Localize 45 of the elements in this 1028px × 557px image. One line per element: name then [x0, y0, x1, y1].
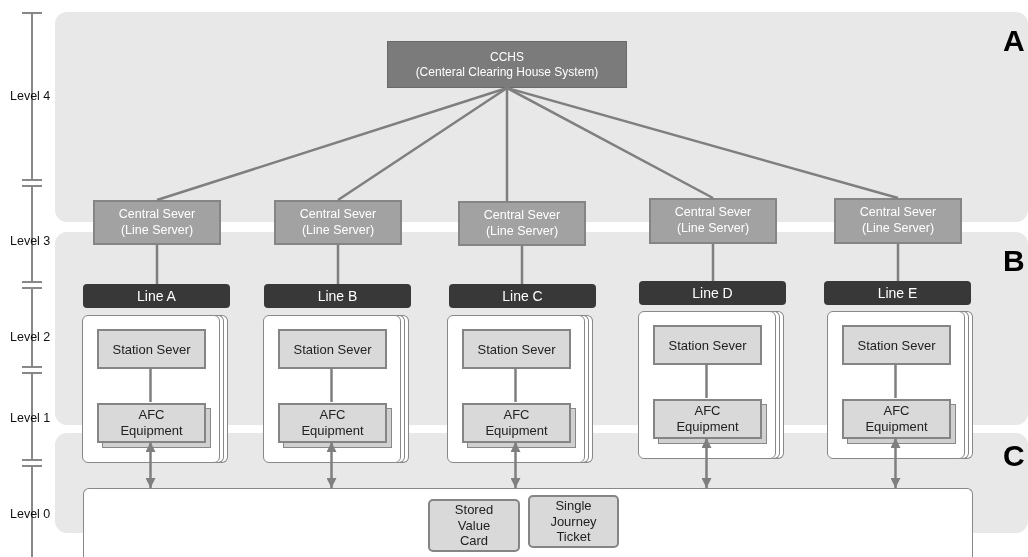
connector-line	[894, 364, 897, 398]
station-server-box: Station Sever	[97, 329, 206, 369]
connector-line	[326, 442, 337, 488]
connector-line	[505, 88, 509, 201]
central-server-box: Central Sever (Line Server)	[274, 200, 402, 245]
line-header-bar: Line B	[264, 284, 411, 308]
connector-line	[149, 368, 152, 402]
band-letter: C	[1003, 441, 1025, 471]
level-label: Level 1	[10, 411, 51, 425]
connector-line	[705, 364, 708, 398]
station-server-box: Station Sever	[462, 329, 571, 369]
level-label: Level 2	[10, 330, 51, 344]
connector-line	[514, 368, 517, 402]
connector-line	[145, 442, 156, 488]
line-header-bar: Line C	[449, 284, 596, 308]
line-header-bar: Line D	[639, 281, 786, 305]
ticket-box: Single Journey Ticket	[528, 495, 619, 548]
ticket-box: Stored Value Card	[428, 499, 520, 552]
central-server-box: Central Sever (Line Server)	[834, 198, 962, 244]
line-header-bar: Line A	[83, 284, 230, 308]
central-server-box: Central Sever (Line Server)	[458, 201, 586, 246]
band-letter: B	[1003, 246, 1025, 276]
level-label: Level 3	[10, 234, 51, 248]
level-label: Level 0	[10, 507, 51, 521]
central-server-box: Central Sever (Line Server)	[649, 198, 777, 244]
level-label: Level 4	[10, 89, 51, 103]
clearing-house-box: CCHS (Centeral Clearing House System)	[387, 41, 627, 88]
station-server-box: Station Sever	[278, 329, 387, 369]
connector-line	[711, 244, 715, 281]
band-letter: A	[1003, 26, 1025, 56]
line-header-bar: Line E	[824, 281, 971, 305]
connector-line	[337, 86, 508, 202]
connector-line	[155, 245, 159, 284]
connector-line	[520, 246, 524, 284]
station-server-box: Station Sever	[842, 325, 951, 365]
connector-line	[510, 442, 521, 488]
connector-line	[701, 438, 712, 488]
connector-line	[896, 244, 900, 281]
connector-line	[890, 438, 901, 488]
ticket-panel	[83, 488, 973, 557]
connector-line	[330, 368, 333, 402]
connector-line	[506, 86, 714, 200]
station-server-box: Station Sever	[653, 325, 762, 365]
connector-line	[336, 245, 340, 284]
central-server-box: Central Sever (Line Server)	[93, 200, 221, 245]
